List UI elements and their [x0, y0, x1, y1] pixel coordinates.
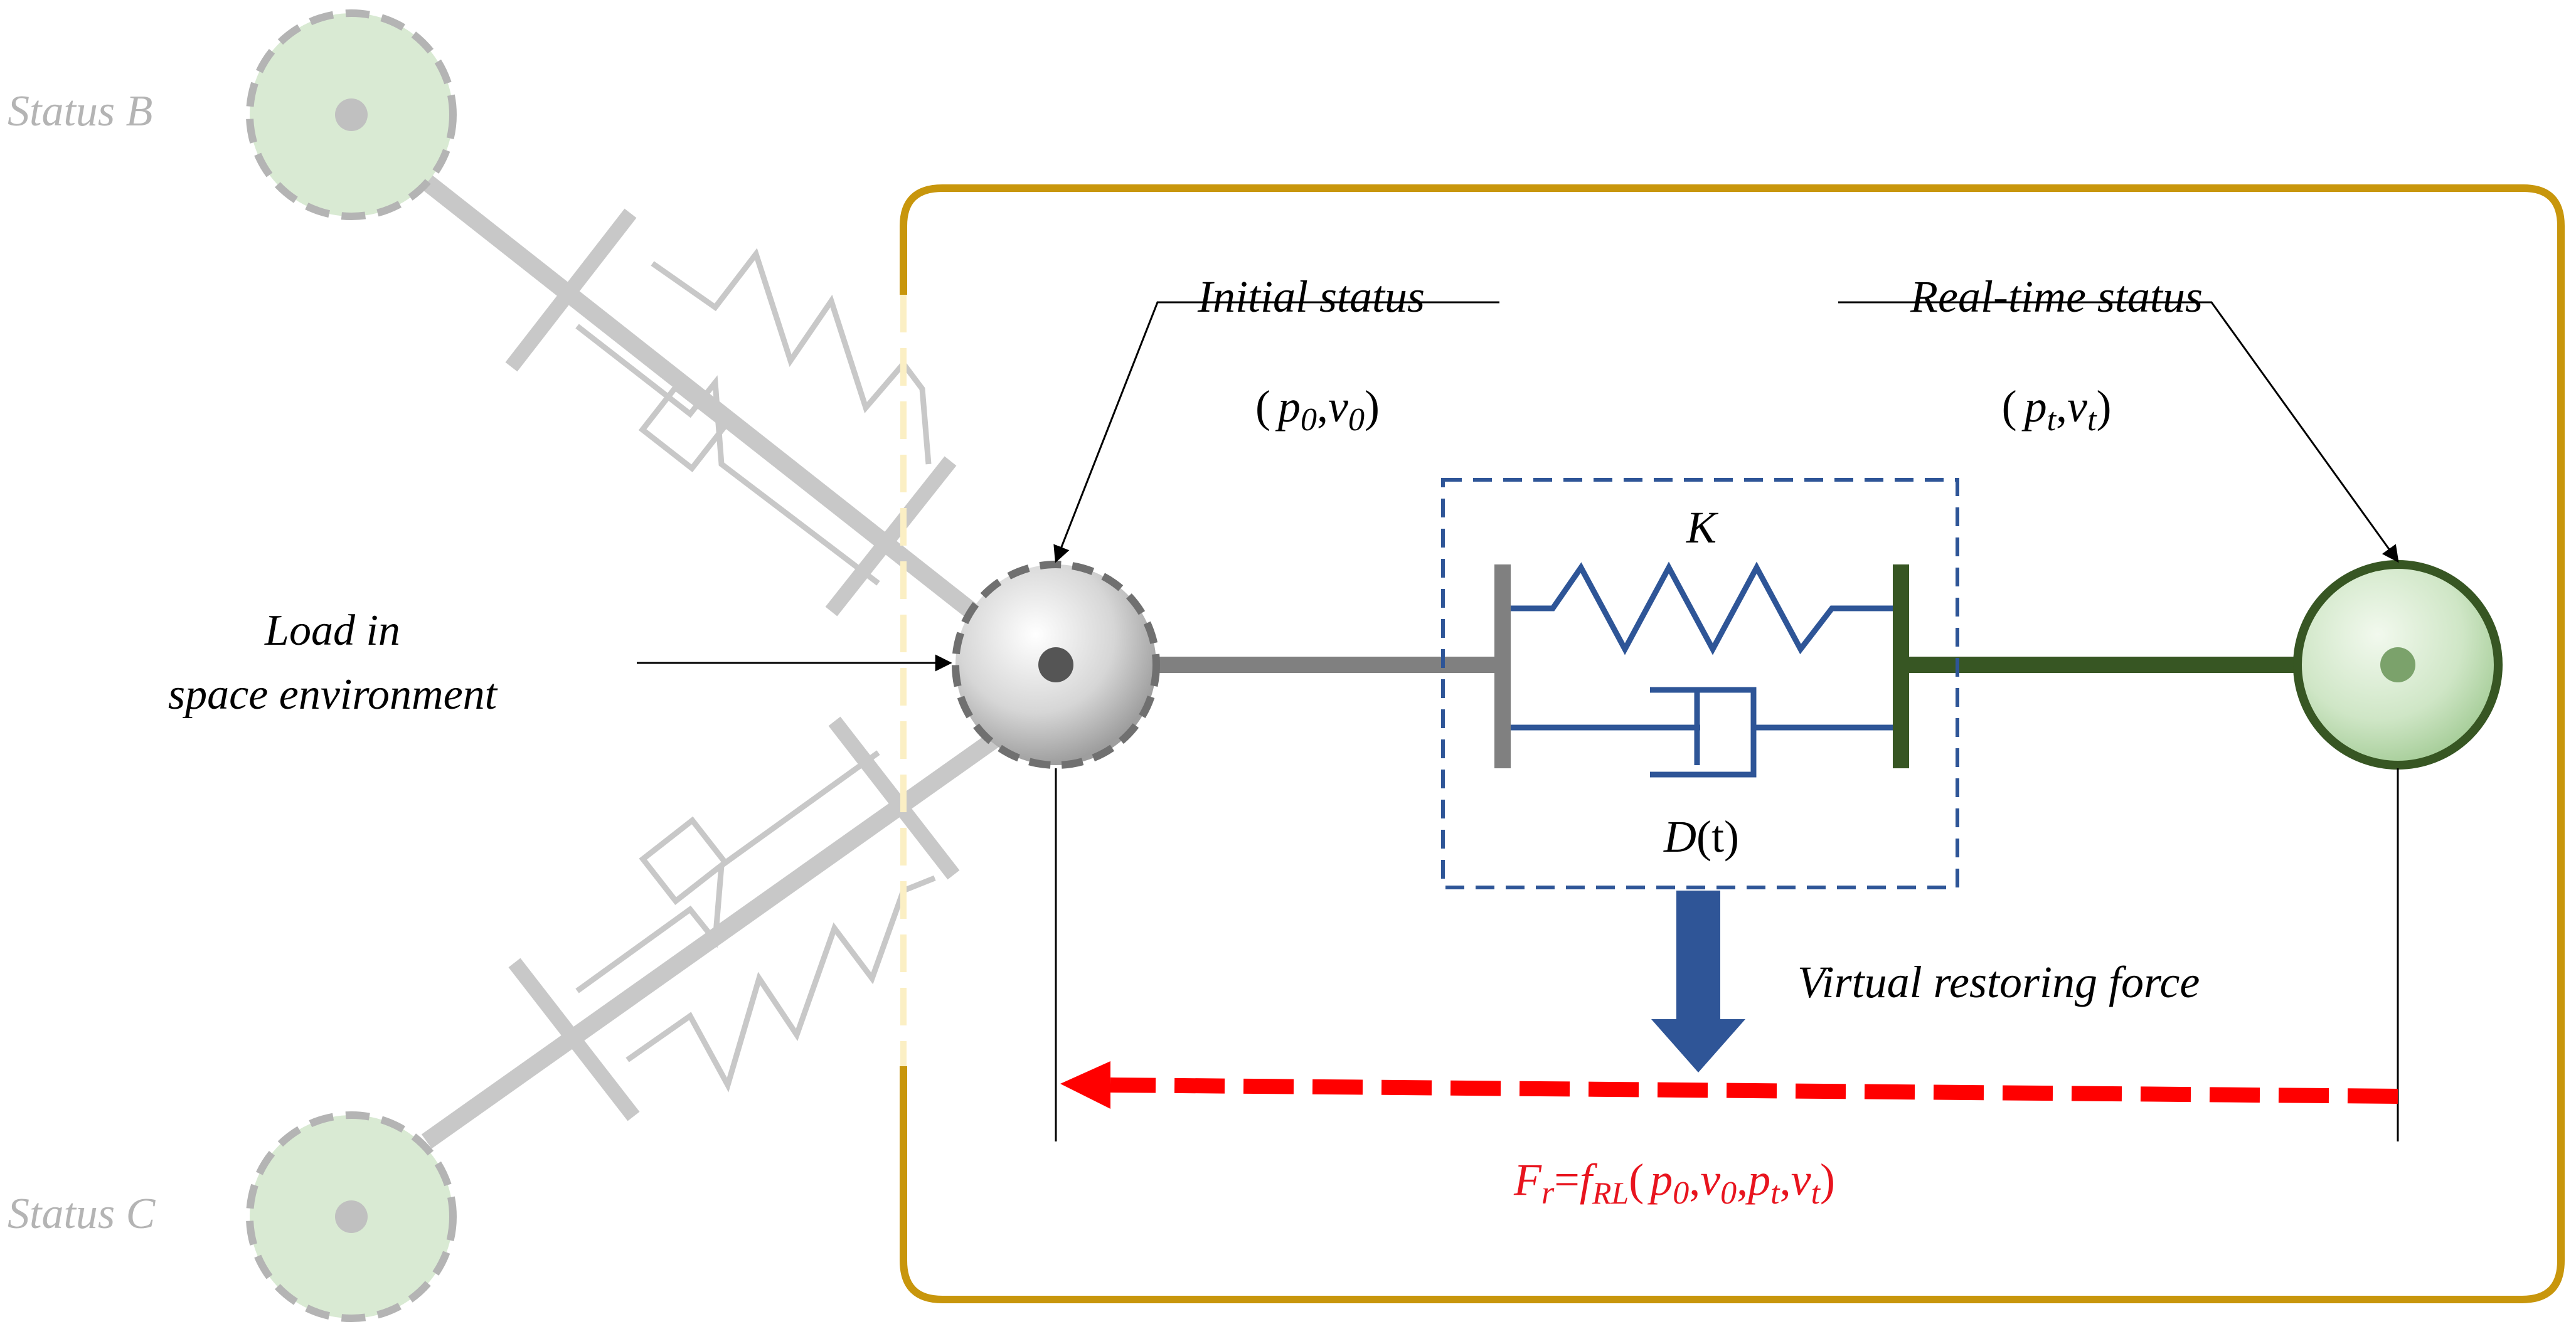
- damper: [1511, 687, 1893, 778]
- status-c-rod: [421, 707, 1035, 1149]
- realtime-status-callout: [1838, 301, 2399, 563]
- virtual-force-label: Virtual restoring force: [1797, 957, 2200, 1007]
- spring-damper-box: [1441, 478, 1959, 889]
- spring: [1511, 561, 1893, 655]
- frame-border: [900, 184, 2565, 1303]
- status-c-plate-left: [508, 958, 640, 1121]
- status-b-damper: [575, 324, 880, 586]
- realtime-ball-center: [2380, 647, 2415, 682]
- status-c-ball-center: [335, 1200, 368, 1233]
- status-b-plate-right: [825, 456, 957, 617]
- status-b-label: Status B: [8, 87, 152, 135]
- stiffness-label: K: [1686, 502, 1719, 553]
- status-c-label: Status C: [8, 1190, 156, 1238]
- initial-state-tuple: (p0,v0): [1255, 381, 1380, 438]
- status-b-spring: [651, 248, 932, 465]
- load-label-line2: space environment: [168, 670, 498, 719]
- initial-status-label: Initial status: [1197, 272, 1425, 322]
- status-c-plate-right: [828, 716, 960, 880]
- ghost-status-b-assembly: [421, 175, 1009, 643]
- status-b-damper-cylinder: [638, 383, 729, 472]
- status-c-damper: [575, 750, 880, 993]
- virtual-force-arrow: [1651, 891, 1745, 1072]
- restoring-force-arrowhead: [1060, 1061, 1110, 1109]
- ghost-status-c-assembly: [421, 707, 1035, 1149]
- damping-label: D(t): [1663, 812, 1739, 862]
- initial-status-callout: [1053, 301, 1499, 563]
- realtime-state-tuple: (pt,vt): [2002, 381, 2112, 438]
- status-b-plate-left: [505, 208, 637, 372]
- load-label-line1: Load in: [264, 606, 400, 655]
- status-c-spring: [625, 875, 936, 1093]
- status-c-damper-cylinder: [639, 816, 730, 905]
- initial-ball-center: [1038, 647, 1073, 682]
- status-b-ball-center: [335, 98, 368, 131]
- restoring-force-formula: Fr=fRL(p0,v0,pt,vt): [1513, 1155, 1835, 1211]
- restoring-force-line: [1110, 1077, 2398, 1104]
- realtime-status-label: Real-time status: [1910, 272, 2203, 322]
